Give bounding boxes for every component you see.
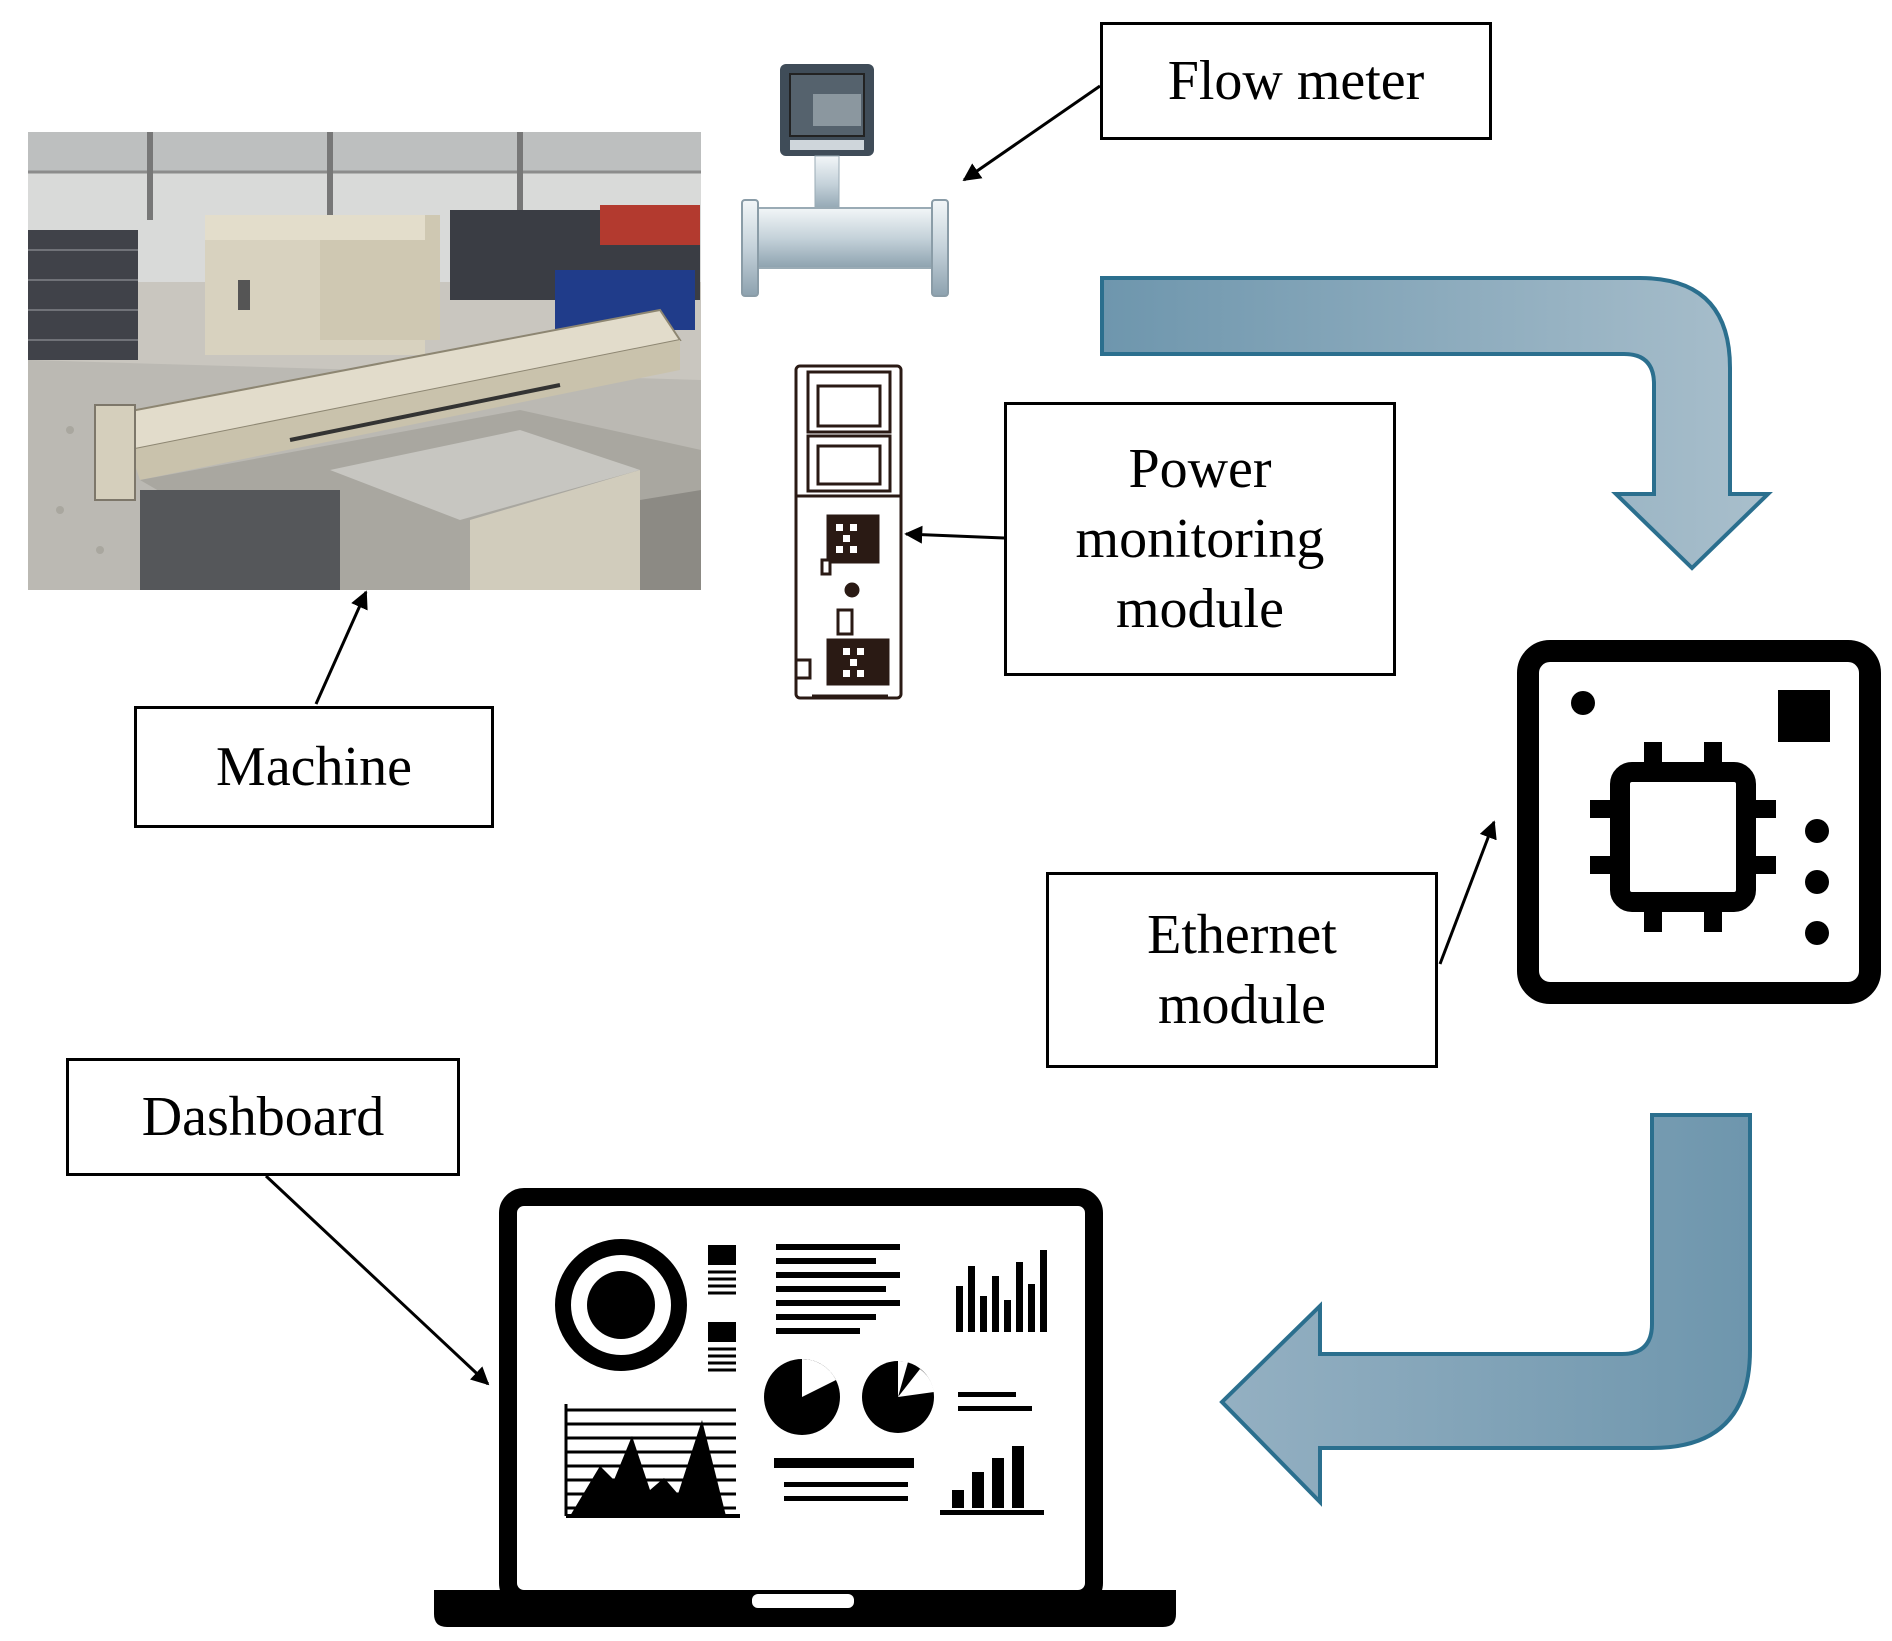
machine-photo <box>28 132 701 590</box>
power-monitoring-module-label: Power monitoring module <box>1004 402 1396 676</box>
pointer-arrow-power-module <box>904 525 1005 544</box>
dashboard-label: Dashboard <box>66 1058 460 1176</box>
flow-meter-label: Flow meter <box>1100 22 1492 140</box>
ethernet-module-chip-icon <box>1517 640 1881 1004</box>
pointer-arrow-ethernet <box>1438 820 1497 965</box>
machine-label-text: Machine <box>216 736 412 798</box>
flow-arrow-to-dashboard <box>1219 1113 1752 1507</box>
power-monitoring-module-label-text: Power monitoring module <box>1075 438 1325 640</box>
laptop-dashboard-icon <box>434 1188 1176 1627</box>
pointer-arrow-flow-meter <box>962 84 1101 182</box>
dashboard-label-text: Dashboard <box>141 1086 385 1148</box>
ethernet-module-label-text: Ethernet module <box>1147 904 1337 1036</box>
pointer-arrow-dashboard <box>264 1174 490 1386</box>
machine-label: Machine <box>134 706 494 828</box>
ethernet-module-label: Ethernet module <box>1046 872 1438 1068</box>
power-monitoring-module-icon <box>794 364 903 700</box>
flow-arrow-to-ethernet <box>1100 276 1773 571</box>
pointer-arrow-machine <box>314 590 368 705</box>
flow-meter-icon <box>741 64 949 297</box>
flow-meter-label-text: Flow meter <box>1167 50 1425 112</box>
